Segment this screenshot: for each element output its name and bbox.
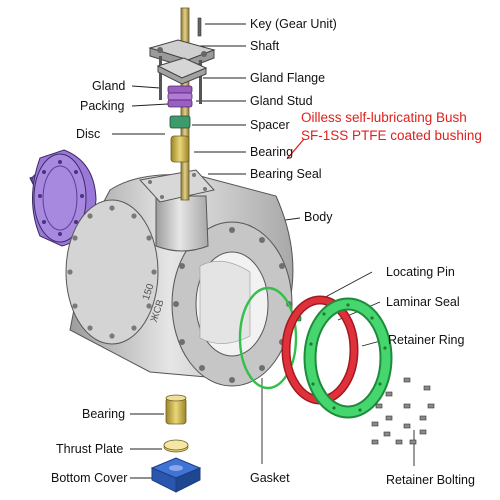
valve-body <box>65 169 294 387</box>
gasket-part <box>238 286 298 390</box>
bottom-cover-part <box>150 457 202 493</box>
label-shaft: Shaft <box>250 39 280 53</box>
label-retainer-ring: Retainer Ring <box>388 333 465 347</box>
annotation-line-2: SF-1SS PTFE coated bushing <box>301 128 482 143</box>
label-laminar-seal: Laminar Seal <box>386 295 460 309</box>
label-gasket: Gasket <box>250 471 290 485</box>
label-thrust-plate: Thrust Plate <box>56 442 124 456</box>
shaft-assembly <box>148 7 216 201</box>
retainer-ring-part <box>303 297 393 419</box>
label-bearing-bottom: Bearing <box>82 407 126 421</box>
label-key-gear-unit: Key (Gear Unit) <box>250 17 337 31</box>
label-bearing-top: Bearing <box>250 145 294 159</box>
label-locating-pin: Locating Pin <box>386 265 455 279</box>
bottom-bearing-part <box>165 394 187 425</box>
label-disc: Disc <box>76 127 101 141</box>
label-gland-flange: Gland Flange <box>250 71 326 85</box>
label-gland: Gland <box>92 79 126 93</box>
thrust-plate-part <box>163 439 189 453</box>
label-retainer-bolting: Retainer Bolting <box>386 473 475 487</box>
label-gland-stud: Gland Stud <box>250 94 313 108</box>
label-spacer: Spacer <box>250 118 290 132</box>
label-bearing-seal: Bearing Seal <box>250 167 322 181</box>
annotation-line-1: Oilless self-lubricating Bush <box>301 110 467 125</box>
retainer-bolting-part <box>371 377 435 445</box>
label-body: Body <box>304 210 333 224</box>
label-bottom-cover: Bottom Cover <box>51 471 128 485</box>
label-packing: Packing <box>80 99 125 113</box>
